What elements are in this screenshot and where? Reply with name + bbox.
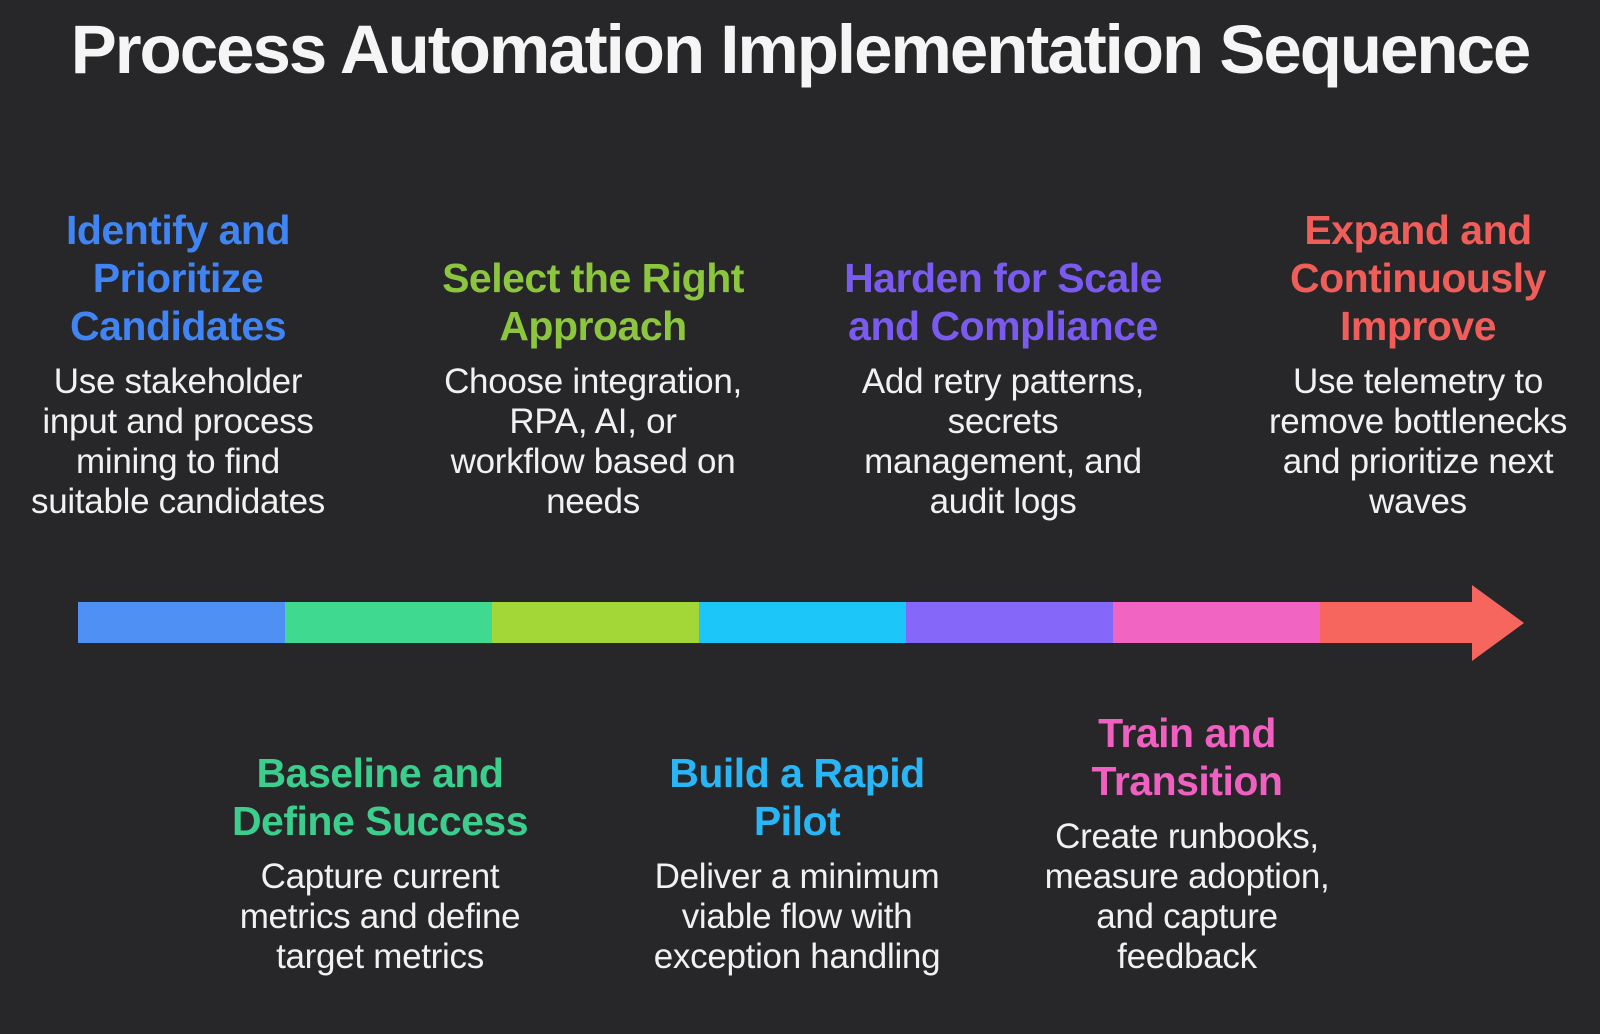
step-description: Add retry patterns, secrets management, … xyxy=(861,362,1145,521)
arrow-segment-1 xyxy=(78,602,285,643)
step-identify-and-prioritize-candidates: Identify and Prioritize Candidates Use s… xyxy=(0,206,358,522)
arrow-segment-3 xyxy=(492,602,699,643)
arrow-segment-7 xyxy=(1320,602,1473,643)
step-title: Harden for Scale and Compliance xyxy=(844,255,1162,349)
step-title: Baseline and Define Success xyxy=(231,750,529,844)
arrow-segment-2 xyxy=(285,602,492,643)
step-description: Choose integration, RPA, AI, or workflow… xyxy=(444,362,742,521)
step-baseline-and-define-success: Baseline and Define Success Capture curr… xyxy=(200,749,560,977)
step-expand-and-continuously-improve: Expand and Continuously Improve Use tele… xyxy=(1238,206,1598,522)
step-build-a-rapid-pilot: Build a Rapid Pilot Deliver a minimum vi… xyxy=(617,749,977,977)
arrow-segment-5 xyxy=(906,602,1113,643)
timeline-arrow-bar xyxy=(78,602,1473,643)
step-description: Use telemetry to remove bottlenecks and … xyxy=(1268,362,1568,521)
arrow-head-icon xyxy=(1472,585,1524,661)
step-select-the-right-approach: Select the Right Approach Choose integra… xyxy=(413,254,773,522)
step-title: Expand and Continuously Improve xyxy=(1290,207,1546,349)
step-harden-for-scale-and-compliance: Harden for Scale and Compliance Add retr… xyxy=(823,254,1183,522)
step-description: Deliver a minimum viable flow with excep… xyxy=(653,857,941,976)
step-description: Capture current metrics and define targe… xyxy=(239,857,521,976)
step-description: Create runbooks, measure adoption, and c… xyxy=(1044,817,1330,976)
step-title: Train and Transition xyxy=(1091,710,1283,804)
step-title: Build a Rapid Pilot xyxy=(669,750,925,844)
step-title: Select the Right Approach xyxy=(442,255,744,349)
step-description: Use stakeholder input and process mining… xyxy=(31,362,325,521)
arrow-segment-4 xyxy=(699,602,906,643)
step-train-and-transition: Train and Transition Create runbooks, me… xyxy=(1007,709,1367,977)
page-title: Process Automation Implementation Sequen… xyxy=(70,11,1532,88)
arrow-segment-6 xyxy=(1113,602,1320,643)
step-title: Identify and Prioritize Candidates xyxy=(65,207,291,349)
